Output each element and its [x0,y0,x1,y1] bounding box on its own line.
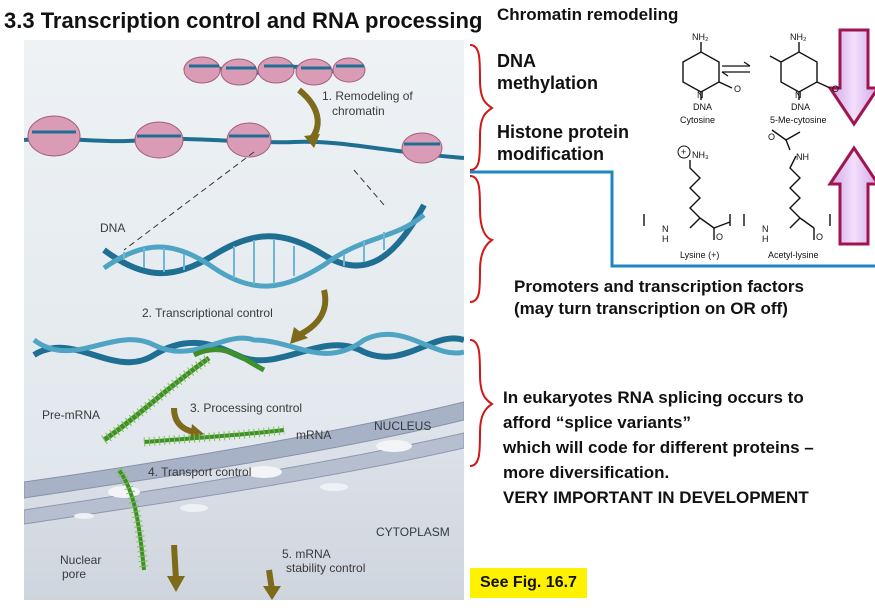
lysine-h: H [662,234,669,244]
step-1-label-cont: chromatin [332,104,385,118]
methylcytosine-label: 5-Me-cytosine [770,115,827,125]
cytosine-oxygen: O [734,84,741,94]
note-splicing-line3: which will code for different proteins – [503,438,814,457]
note-dna-methylation: DNA methylation [497,50,598,94]
arrow-transcription [297,289,329,338]
note-promoters-line1: Promoters and transcription factors [514,277,805,296]
methylcytosine-oxygen: O [832,84,839,94]
note-histone-modification: Histone protein modification [497,121,629,165]
cytosine-nitrogen: N [697,90,704,100]
acetyl-oxygen: O [768,132,775,142]
up-arrow [827,145,875,246]
transcription-bubble [32,332,465,373]
note-dna-methylation-line1: DNA [497,51,536,71]
methylcytosine-structure [769,42,831,100]
note-promoters-line2: (may turn transcription on OR off) [514,299,788,318]
lysine-structure [643,160,731,240]
note-splicing-line5: VERY IMPORTANT IN DEVELOPMENT [503,488,809,507]
arrow-transport [171,544,179,581]
methylcytosine-dna: DNA [791,102,810,112]
cytosine-structure [682,42,733,100]
down-arrow [827,28,875,127]
step-5-label: 5. mRNA [282,547,331,561]
acetyl-nh: NH [796,152,809,162]
note-splicing-line4: more diversification. [503,463,670,482]
cytosine-dna: DNA [693,102,712,112]
nucleus-label: NUCLEUS [374,419,431,433]
see-figure-reference: See Fig. 16.7 [470,568,587,598]
bracket-chromatin [469,44,494,171]
acetyl-lysine-n: N [762,224,769,234]
note-histone-line2: modification [497,144,604,164]
pre-mrna-strand [101,353,212,445]
exported-mrna [115,467,149,571]
bracket-promoters [469,175,495,303]
slide-title: 3.3 Transcription control and RNA proces… [4,8,483,33]
dna-label: DNA [100,221,125,235]
note-dna-methylation-line2: methylation [497,73,599,93]
acetyl-lysine-structure [743,129,831,240]
lysine-positive-charge [677,145,691,159]
pre-mrna-label: Pre-mRNA [42,408,100,422]
methylcytosine-nitrogen: N [795,90,802,100]
note-rna-splicing: In eukaryotes RNA splicing occurs to aff… [503,385,814,510]
note-promoters: Promoters and transcription factors (may… [514,276,804,320]
step-4-label: 4. Transport control [148,465,251,479]
dna-double-helix [102,203,427,289]
step-2-label: 2. Transcriptional control [142,306,273,320]
lysine-n: N [662,224,669,234]
step-5-label-cont: stability control [286,561,365,575]
lysine-ammonium: NH₃ [692,150,709,160]
methylcytosine-amine: NH₂ [790,32,807,42]
condensed-chromatin [183,56,366,86]
cytosine-label: Cytosine [680,115,715,125]
lysine-label: Lysine (+) [680,250,719,260]
lysine-oxygen: O [716,232,723,242]
acetyl-lysine-h: H [762,234,769,244]
equilibrium-arrow [721,61,751,77]
mrna-strand [143,425,285,447]
note-histone-line1: Histone protein [497,122,630,142]
bracket-splicing [469,339,494,467]
nuclear-pore-label: Nuclear [60,553,101,567]
cytosine-amine: NH₂ [692,32,709,42]
gene-regulation-figure: 1. Remodeling of chromatin DNA 2. Transc… [23,40,465,600]
note-splicing-line2: afford “splice variants” [503,413,692,432]
note-splicing-line1: In eukaryotes RNA splicing occurs to [503,388,804,407]
acetyl-lysine-label: Acetyl-lysine [768,250,819,260]
cytoplasm-label: CYTOPLASM [376,525,450,539]
nuclear-pore-label-cont: pore [62,567,86,581]
step-3-label: 3. Processing control [190,401,302,415]
step-1-label: 1. Remodeling of [322,89,413,103]
lysine-plus: + [681,147,686,157]
open-chromatin [23,115,465,164]
section-divider [470,170,875,268]
acetyl-lysine-oxygen: O [816,232,823,242]
mrna-label: mRNA [296,428,331,442]
note-chromatin-remodeling: Chromatin remodeling [497,5,679,24]
